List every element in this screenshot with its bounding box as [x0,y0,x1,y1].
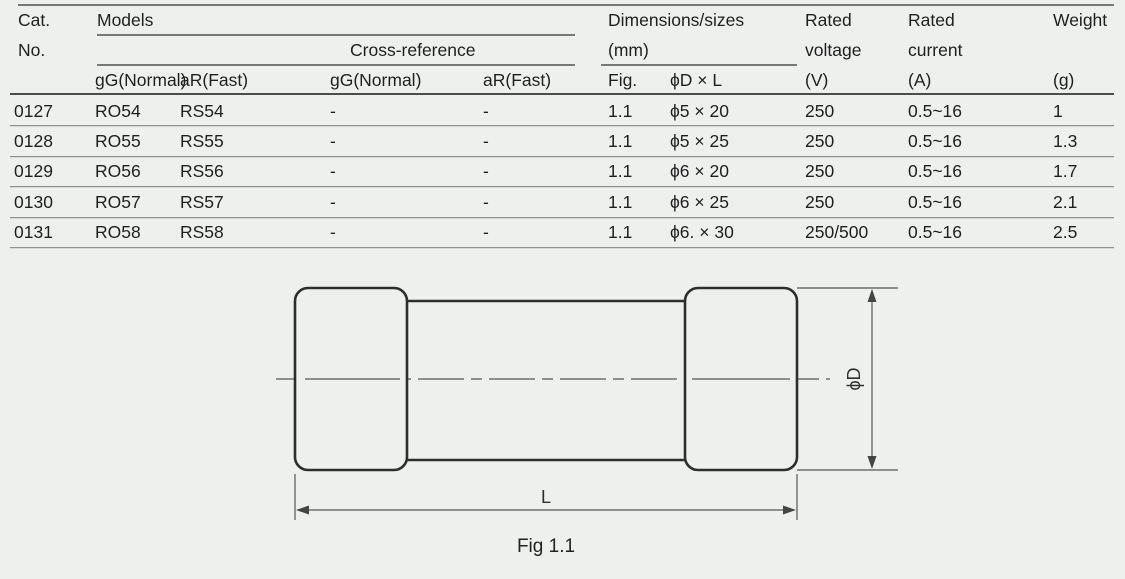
length-arrow-left [296,505,309,515]
table-cell-r1c8: 0.5~16 [908,130,963,151]
subheader-models-gg: gG(Normal) [95,70,187,90]
table-cell-r1c2: RS55 [180,130,224,151]
header-cat-line1: Cat. [18,10,51,30]
table-cell-r0c8: 0.5~16 [908,100,963,121]
table-cell-r3c5: 1.1 [608,191,633,212]
diameter-label: ϕD [844,367,864,390]
subheader-voltage-v: (V) [805,70,829,90]
table-cell-r0c9: 1 [1053,100,1063,121]
table-cell-r4c6: ϕ6. × 30 [670,222,734,243]
header-dimensions-unit: (mm) [608,40,649,60]
header-bottom-rule [10,93,1114,96]
table-cell-r4c4: - [483,222,489,243]
table-cell-r3c9: 2.1 [1053,191,1078,212]
table-cell-r0c4: - [483,100,489,121]
table-cell-r2c5: 1.1 [608,161,633,182]
table-cell-r2c2: RS56 [180,161,224,182]
table-cell-r3c2: RS57 [180,191,224,212]
row-separator [10,125,1114,128]
table-cell-r1c7: 250 [805,130,835,151]
header-cross-reference: Cross-reference [350,40,476,60]
table-cell-r3c6: ϕ6 × 25 [670,191,729,212]
fuse-tube [407,299,685,462]
table-cell-r0c2: RS54 [180,100,224,121]
table-cell-r4c5: 1.1 [608,222,633,243]
table-cell-r4c7: 250/500 [805,222,869,243]
subheader-weight-g: (g) [1053,70,1075,90]
table-cell-r0c5: 1.1 [608,100,633,121]
table-cell-r1c5: 1.1 [608,130,633,151]
header-weight-l1: Weight [1053,10,1108,30]
header-cat-line2: No. [18,40,46,60]
table-cell-r4c3: - [330,222,336,243]
table-cell-r1c6: ϕ5 × 25 [670,130,729,151]
diameter-arrow-down [867,456,877,469]
subheader-cross-ar: aR(Fast) [483,70,552,90]
diameter-extension-lines [797,287,898,471]
table-cell-r1c4: - [483,130,489,151]
table-cell-r4c9: 2.5 [1053,222,1078,243]
subheader-current-a: (A) [908,70,932,90]
header-rated-current-l2: current [908,40,963,60]
subheader-models-ar: aR(Fast) [180,70,249,90]
fuse-right-cap [683,286,799,472]
subheader-fig: Fig. [608,70,638,90]
table-cell-r2c8: 0.5~16 [908,161,963,182]
table-cell-r1c1: RO55 [95,130,141,151]
row-separator [10,155,1114,158]
table-cell-r2c0: 0129 [14,161,53,182]
dimensions-underline [601,64,797,66]
subheader-cross-gg: gG(Normal) [330,70,422,90]
table-cell-r3c4: - [483,191,489,212]
length-extension-lines [294,474,798,520]
table-cell-r0c3: - [330,100,336,121]
table-cell-r0c7: 250 [805,100,835,121]
row-separator [10,186,1114,189]
table-cell-r4c0: 0131 [14,222,53,243]
table-cell-r0c1: RO54 [95,100,141,121]
header-rated-current-l1: Rated [908,10,955,30]
table-cell-r4c1: RO58 [95,222,141,243]
table-cell-r3c0: 0130 [14,191,53,212]
table-cell-r2c4: - [483,161,489,182]
table-top-rule [18,4,1114,6]
cross-reference-underline [97,64,575,66]
length-label: L [541,487,551,507]
table-cell-r4c2: RS58 [180,222,224,243]
table-cell-r3c7: 250 [805,191,835,212]
table-cell-r2c9: 1.7 [1053,161,1078,182]
table-cell-r0c6: ϕ5 × 20 [670,100,729,121]
subheader-d-x-l: ϕD × L [670,70,723,90]
table-cell-r1c0: 0128 [14,130,53,151]
models-underline [97,34,575,36]
table-cell-r3c3: - [330,191,336,212]
table-cell-r1c9: 1.3 [1053,130,1078,151]
table-cell-r0c0: 0127 [14,100,53,121]
table-cell-r2c6: ϕ6 × 20 [670,161,729,182]
header-rated-voltage-l1: Rated [805,10,852,30]
length-arrow-right [783,505,796,515]
header-rated-voltage-l2: voltage [805,40,862,60]
row-separator [10,247,1114,249]
row-separator [10,216,1114,219]
table-cell-r3c8: 0.5~16 [908,191,963,212]
table-cell-r1c3: - [330,130,336,151]
table-cell-r2c7: 250 [805,161,835,182]
table-cell-r4c8: 0.5~16 [908,222,963,243]
table-cell-r2c3: - [330,161,336,182]
figure-caption: Fig 1.1 [516,536,576,557]
header-dimensions: Dimensions/sizes [608,10,745,30]
header-models: Models [97,10,154,30]
table-cell-r2c1: RO56 [95,161,141,182]
table-cell-r3c1: RO57 [95,191,141,212]
diameter-arrow-up [867,289,877,302]
fuse-left-cap [293,286,409,472]
